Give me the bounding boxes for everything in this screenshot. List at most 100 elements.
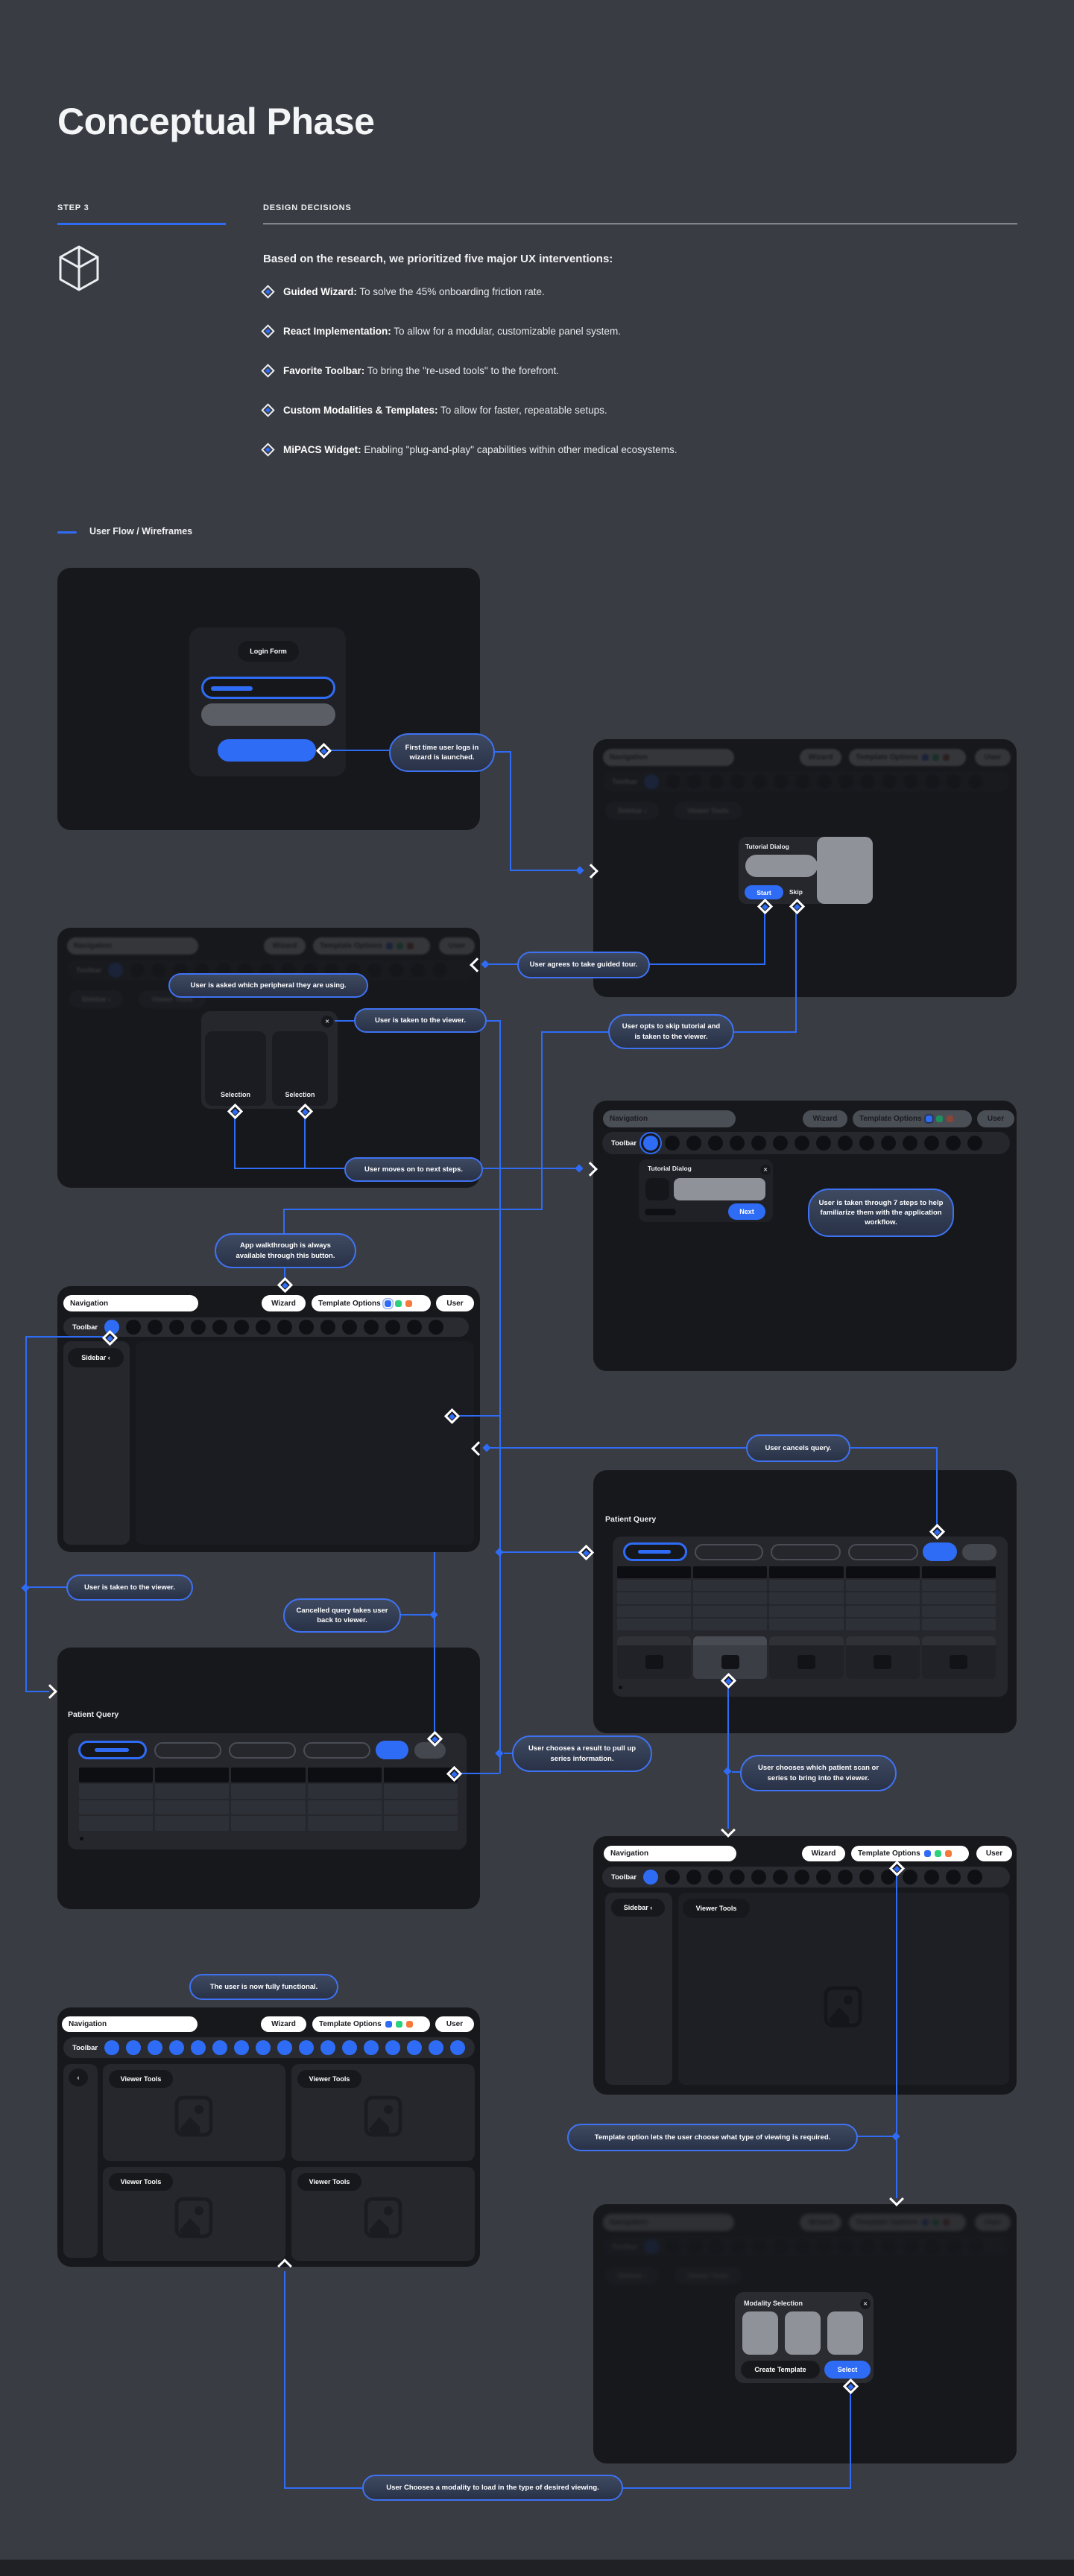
- toolbar-dot[interactable]: [342, 1320, 358, 1335]
- toolbar-dot[interactable]: [389, 963, 405, 978]
- selection-option-right[interactable]: [272, 1031, 328, 1106]
- query-field[interactable]: [154, 1742, 221, 1759]
- toolbar-dot[interactable]: [817, 2239, 833, 2254]
- navigation-pill[interactable]: Navigation: [603, 2214, 734, 2231]
- viewer-tools-pill[interactable]: Viewer Tools: [683, 1899, 750, 1918]
- toolbar-dot[interactable]: [130, 963, 145, 978]
- series-thumbnail[interactable]: [845, 1636, 920, 1679]
- template-options-button[interactable]: Template Options: [312, 2016, 430, 2032]
- toolbar-dot[interactable]: [429, 1320, 444, 1335]
- toolbar-dot[interactable]: [882, 2239, 897, 2254]
- query-field[interactable]: [695, 1544, 763, 1560]
- template-options-button[interactable]: Template Options: [313, 937, 430, 955]
- toolbar-dot[interactable]: [277, 2040, 293, 2055]
- toolbar-dot-active[interactable]: [644, 774, 660, 789]
- login-button[interactable]: [218, 739, 316, 762]
- toolbar-dot[interactable]: [385, 1320, 401, 1335]
- viewer-tools-pill[interactable]: Viewer Tools: [109, 2070, 173, 2088]
- toolbar-dot[interactable]: [686, 1870, 702, 1884]
- toolbar-dot[interactable]: [709, 2239, 724, 2254]
- toolbar-dot[interactable]: [947, 2239, 962, 2254]
- toolbar-dot[interactable]: [946, 1136, 961, 1151]
- toolbar-dot[interactable]: [925, 774, 941, 789]
- toolbar-dot[interactable]: [860, 2239, 876, 2254]
- series-thumbnail[interactable]: [921, 1636, 996, 1679]
- query-field[interactable]: [229, 1742, 296, 1759]
- query-field-active[interactable]: [78, 1741, 147, 1759]
- toolbar-dot[interactable]: [881, 1870, 897, 1884]
- toolbar-dot[interactable]: [730, 774, 746, 789]
- sidebar-pill[interactable]: Sidebar ‹: [611, 1899, 665, 1917]
- toolbar-dot[interactable]: [148, 1320, 163, 1335]
- toolbar-dot[interactable]: [730, 1136, 745, 1151]
- toolbar-dot[interactable]: [407, 1320, 423, 1335]
- toolbar-dot[interactable]: [429, 2040, 444, 2055]
- search-button[interactable]: [923, 1542, 957, 1561]
- user-button[interactable]: User: [435, 2016, 474, 2032]
- toolbar-dot[interactable]: [708, 1870, 724, 1884]
- navigation-pill[interactable]: Navigation: [63, 1295, 198, 1311]
- template-options-button[interactable]: Template Options: [849, 2214, 966, 2231]
- toolbar-dot[interactable]: [169, 2040, 185, 2055]
- user-button[interactable]: User: [439, 937, 475, 955]
- toolbar-dot[interactable]: [411, 963, 426, 978]
- toolbar-dot[interactable]: [752, 2239, 768, 2254]
- toolbar-dot[interactable]: [903, 2239, 919, 2254]
- toolbar-dot[interactable]: [234, 1320, 250, 1335]
- toolbar-dot[interactable]: [924, 1870, 940, 1884]
- series-thumbnail[interactable]: [769, 1636, 844, 1679]
- skip-button[interactable]: Skip: [789, 888, 803, 896]
- toolbar-dot[interactable]: [686, 1136, 702, 1151]
- sidebar-pill[interactable]: Sidebar ‹: [605, 802, 659, 820]
- navigation-pill[interactable]: Navigation: [603, 1110, 736, 1127]
- toolbar-dot-active[interactable]: [643, 1136, 659, 1151]
- toolbar-dot[interactable]: [751, 1870, 767, 1884]
- wizard-button[interactable]: Wizard: [262, 1295, 306, 1311]
- toolbar-dot[interactable]: [751, 1136, 767, 1151]
- toolbar-dot[interactable]: [299, 1320, 315, 1335]
- toolbar-dot[interactable]: [838, 1870, 853, 1884]
- toolbar-dot[interactable]: [126, 2040, 142, 2055]
- toolbar-dot[interactable]: [816, 1870, 832, 1884]
- toolbar-dot[interactable]: [859, 1136, 875, 1151]
- toolbar-dot[interactable]: [191, 1320, 206, 1335]
- toolbar-dot[interactable]: [320, 2040, 336, 2055]
- toolbar-dot[interactable]: [925, 2239, 941, 2254]
- create-template-button[interactable]: Create Template: [741, 2361, 820, 2379]
- toolbar-dot[interactable]: [708, 1136, 724, 1151]
- wizard-button[interactable]: Wizard: [264, 937, 306, 955]
- select-button[interactable]: Select: [824, 2361, 871, 2379]
- toolbar-dot[interactable]: [151, 963, 167, 978]
- toolbar-dot[interactable]: [367, 963, 383, 978]
- toolbar-dot[interactable]: [967, 1136, 983, 1151]
- toolbar-dot[interactable]: [838, 774, 854, 789]
- close-icon[interactable]: ✕: [760, 1165, 771, 1175]
- navigation-pill[interactable]: Navigation: [62, 2016, 198, 2032]
- toolbar-dot-active[interactable]: [108, 963, 124, 978]
- toolbar-dot[interactable]: [903, 774, 919, 789]
- toolbar-dot[interactable]: [968, 774, 984, 789]
- start-button[interactable]: Start: [745, 885, 783, 899]
- toolbar-dot[interactable]: [924, 1136, 940, 1151]
- search-button[interactable]: [376, 1741, 408, 1759]
- modality-option[interactable]: [827, 2311, 863, 2355]
- toolbar-dot[interactable]: [450, 2040, 466, 2055]
- toolbar-dot[interactable]: [903, 1870, 918, 1884]
- toolbar-dot[interactable]: [795, 2239, 811, 2254]
- toolbar-dot-active[interactable]: [644, 2239, 660, 2254]
- toolbar-dot[interactable]: [882, 774, 897, 789]
- user-button[interactable]: User: [436, 1295, 474, 1311]
- toolbar-dot[interactable]: [212, 2040, 228, 2055]
- toolbar-dot[interactable]: [277, 1320, 293, 1335]
- series-thumbnail[interactable]: [617, 1636, 692, 1679]
- selection-option-left[interactable]: [205, 1031, 266, 1106]
- toolbar-dot[interactable]: [320, 1320, 336, 1335]
- toolbar-dot[interactable]: [730, 2239, 746, 2254]
- toolbar-dot[interactable]: [816, 1136, 832, 1151]
- toolbar-dot[interactable]: [432, 963, 448, 978]
- toolbar-dot[interactable]: [773, 1136, 789, 1151]
- cancel-button[interactable]: [962, 1544, 996, 1560]
- toolbar-dot[interactable]: [817, 774, 833, 789]
- toolbar-dot[interactable]: [665, 1136, 680, 1151]
- toolbar-dot[interactable]: [903, 1136, 918, 1151]
